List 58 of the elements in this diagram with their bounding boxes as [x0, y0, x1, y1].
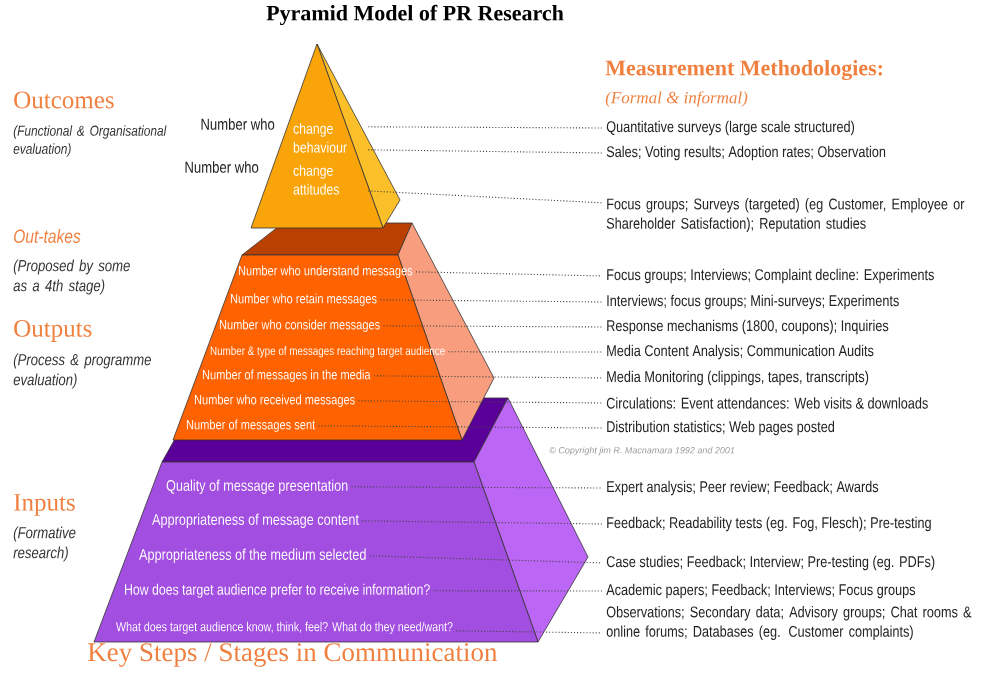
tier-label: Number & type of messages reaching target audience [210, 346, 445, 358]
method-text: Focus groups; Surveys (targeted) (eg Customer, Employee or Shareholder Satisfaction); Reputation studies [606, 198, 965, 232]
method-text: Sales; Voting results; Adoption rates; Observation [606, 145, 886, 161]
tier-label: Number who received messages [194, 394, 355, 408]
title: Pyramid Model of PR Research [266, 4, 564, 26]
method-text: Media Monitoring (clippings, tapes, transcripts) [607, 370, 869, 386]
stage-heading: Outcomes [14, 91, 114, 109]
leader-line [367, 190, 603, 204]
leader-line [361, 520, 603, 525]
tier-label: Number who retain messages [230, 293, 377, 307]
stage-note: (Formative research) [13, 526, 76, 562]
leader-line [379, 299, 603, 303]
method-text: Observations; Secondary data; Advisory groups; Chat rooms & online forums; Databases (eg. Customer complaints) [606, 606, 972, 640]
leader-line [369, 555, 603, 564]
method-text: Expert analysis; Peer review; Feedback; Awards [607, 480, 879, 496]
method-text: Quantitative surveys (large scale structured) [606, 120, 855, 136]
stage-heading: Outputs [14, 320, 92, 342]
method-text: Case studies; Feedback; Interview; Pre-testing (eg. PDFs) [606, 555, 935, 571]
method-text: Feedback; Readability tests (eg. Fog, Flesch); Pre-testing [607, 516, 931, 532]
tier-label: Appropriateness of the medium selected [139, 548, 366, 563]
leader-line [373, 375, 603, 379]
leader-line [415, 271, 603, 277]
tier-label: What does target audience know, think, feel? What do they need/want? [116, 621, 453, 634]
column-subheading: (Formal & informal) [605, 91, 748, 107]
copyright-note: © Copyright jim R. Macnamara 1992 and 2001 [549, 446, 735, 456]
leader-line [317, 425, 603, 429]
method-text: Circulations: Event attendances: Web visits & downloads [606, 397, 928, 409]
leader-line [350, 486, 603, 489]
method-text: Response mechanisms (1800, coupons); Inquiries [607, 319, 889, 335]
tier-label: change attitudes [293, 164, 340, 195]
stage-note: (Proposed by some as a 4th stage) [13, 259, 130, 295]
method-text: Distribution statistics; Web pages posted [607, 420, 834, 436]
tier-label: Number of messages sent [186, 419, 316, 433]
tier-label: Number who consider messages [219, 319, 380, 333]
leader-line [357, 400, 603, 404]
tier-label: How does target audience prefer to receive information? [125, 583, 430, 598]
method-text: Media Content Analysis; Communication Audits [607, 344, 874, 360]
tier-label: Quality of message presentation [166, 479, 348, 494]
beside-label: Number who [201, 118, 275, 130]
method-text: Focus groups; Interviews; Complaint decline: Experiments [607, 268, 934, 284]
leader-line [432, 590, 603, 592]
tier-label: Appropriateness of message content [152, 513, 359, 528]
leader-line [455, 630, 603, 634]
method-text: Academic papers; Feedback; Interviews; Focus groups [606, 583, 916, 599]
tier-label: Number who understand messages [238, 265, 413, 279]
pyramid-tier [172, 222, 495, 441]
stage-note: (Process & programme evaluation) [13, 353, 151, 389]
stage-heading: Out-takes [14, 229, 81, 243]
leader-line [447, 351, 603, 353]
tier-label: Number of messages in the media [202, 369, 371, 383]
stage-heading: Inputs [14, 494, 75, 516]
stage-note: (Functional & Organisational evaluation) [13, 125, 167, 157]
leader-line [367, 126, 603, 129]
leader-line [382, 325, 603, 328]
beside-label: Number who [185, 161, 259, 173]
method-text: Interviews; focus groups; Mini-surveys; Experiments [607, 294, 899, 310]
column-heading: Measurement Methodologies: [605, 59, 883, 81]
caption: Key Steps / Stages in Communication [88, 643, 498, 667]
